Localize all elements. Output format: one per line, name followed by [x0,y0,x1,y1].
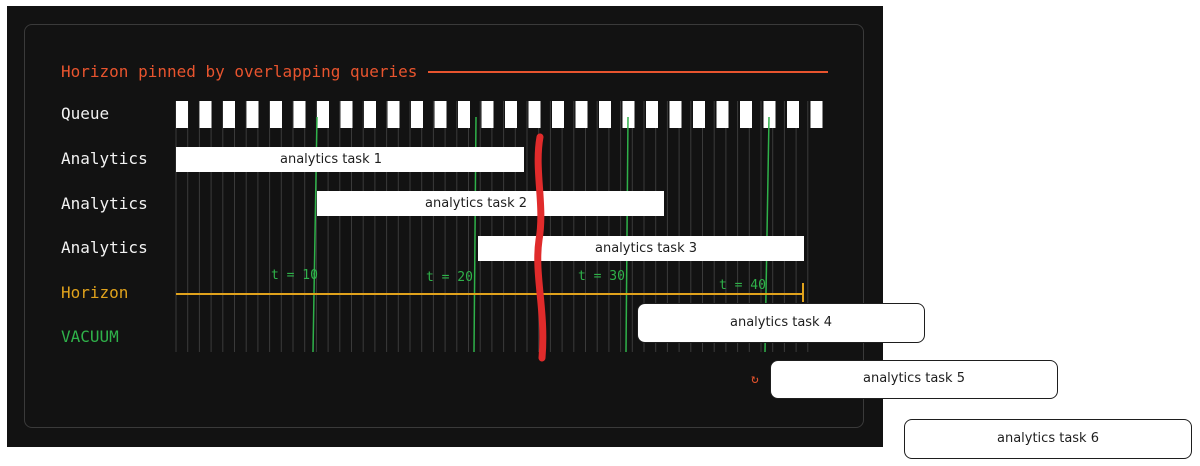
queue-slot [364,101,376,128]
vacuum-line [625,116,629,353]
row-label-analytics-3: Analytics [61,238,148,257]
queue-slot [810,101,823,128]
queue-slot [458,101,470,128]
analytics-task-card-6: analytics task 6 [904,419,1192,459]
diagram-title: Horizon pinned by overlapping queries [61,62,418,81]
row-label-analytics-2: Analytics [61,194,148,213]
time-marker-10: t = 10 [271,268,318,283]
analytics-task-card-4: analytics task 4 [637,303,925,343]
queue-slot [552,101,564,128]
task-label-4: analytics task 4 [729,315,832,330]
task-label-2: analytics task 2 [425,196,528,211]
queue-slot [293,101,306,128]
task-label-5: analytics task 5 [862,371,965,386]
analytics-task-bar-1: analytics task 1 [176,147,524,172]
row-label-horizon: Horizon [61,283,129,302]
queue-slot [740,101,752,128]
queue-slot [246,101,259,128]
queue-slot [716,101,729,128]
queue-slot [528,101,541,128]
time-marker-30: t = 30 [578,269,625,284]
queue-slot [434,101,447,128]
analytics-task-bar-2: analytics task 2 [317,191,664,216]
row-label-vacuum: VACUUM [61,327,119,346]
queue-slot [763,101,776,128]
queue-slot [646,101,658,128]
analytics-task-card-5: analytics task 5 [770,360,1058,399]
queue-slot [481,101,494,128]
queue-slot [622,101,635,128]
task-label-3: analytics task 3 [595,241,698,256]
queue-slot [387,101,400,128]
queue-slot [317,101,329,128]
title-rule [428,71,828,73]
refresh-icon: ↻ [751,372,759,387]
queue-slot [575,101,588,128]
queue-slot [199,101,212,128]
time-marker-40: t = 40 [719,278,766,293]
queue-slot [669,101,682,128]
queue-slot [340,101,353,128]
queue-slot [223,101,235,128]
task-label-6: analytics task 6 [996,431,1099,446]
row-label-analytics-1: Analytics [61,149,148,168]
row-label-queue: Queue [61,104,110,123]
queue-slot [599,101,611,128]
queue-slots [176,101,823,128]
diagram-frame [24,24,864,428]
queue-slot [505,101,517,128]
queue-slot [411,101,423,128]
task-label-1: analytics task 1 [280,152,383,167]
time-marker-20: t = 20 [426,270,473,285]
queue-slot [270,101,282,128]
analytics-task-bar-3: analytics task 3 [478,236,804,261]
queue-slot [176,101,188,128]
queue-slot [693,101,705,128]
queue-slot [787,101,799,128]
